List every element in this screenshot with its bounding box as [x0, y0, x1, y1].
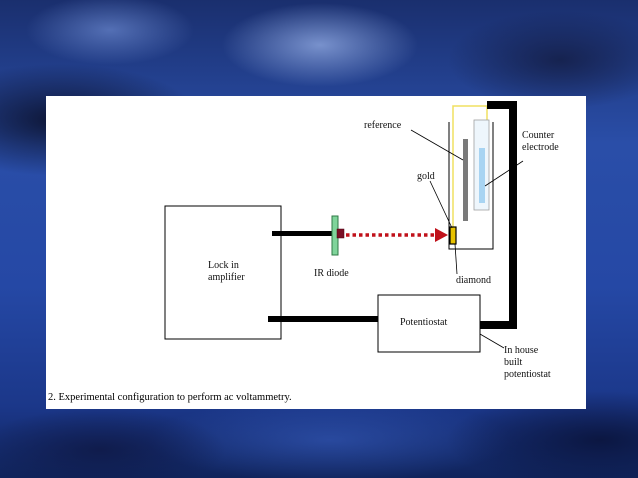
counter-electrode	[479, 148, 485, 203]
reference-electrode	[463, 139, 468, 221]
ir-diode-label: IR diode	[314, 268, 349, 279]
lock-in-to-potentiostat-wire	[268, 316, 380, 322]
gold-label: gold	[417, 171, 435, 182]
label-line: built	[504, 357, 523, 368]
lock-in-to-diode-wire	[272, 231, 332, 236]
label-line: amplifier	[208, 272, 245, 283]
label-line: Lock in	[208, 260, 239, 271]
gold-electrode	[449, 226, 457, 245]
potentiostat-box	[377, 294, 481, 353]
reference-leader	[410, 129, 464, 161]
label-line: Counter	[522, 130, 555, 141]
potentiostat-label: Potentiostat	[400, 317, 447, 328]
ir-beam-arrowhead	[435, 228, 448, 242]
gold-leader	[429, 180, 453, 229]
counter-leader	[484, 160, 524, 187]
cell-to-potentiostat-wire	[479, 101, 517, 329]
ir-diode-emitter	[336, 228, 345, 239]
reference-label: reference	[364, 120, 402, 131]
diamond-leader	[454, 243, 458, 275]
label-line: In house	[504, 345, 539, 356]
in-house-leader	[479, 333, 505, 349]
figure-caption: 2. Experimental configuration to perform…	[48, 392, 292, 403]
label-line: potentiostat	[504, 369, 551, 380]
label-line: electrode	[522, 142, 559, 153]
diamond-label: diamond	[456, 275, 491, 286]
lock-in-amplifier-box	[164, 205, 282, 340]
electrochemical-cell	[448, 122, 494, 250]
